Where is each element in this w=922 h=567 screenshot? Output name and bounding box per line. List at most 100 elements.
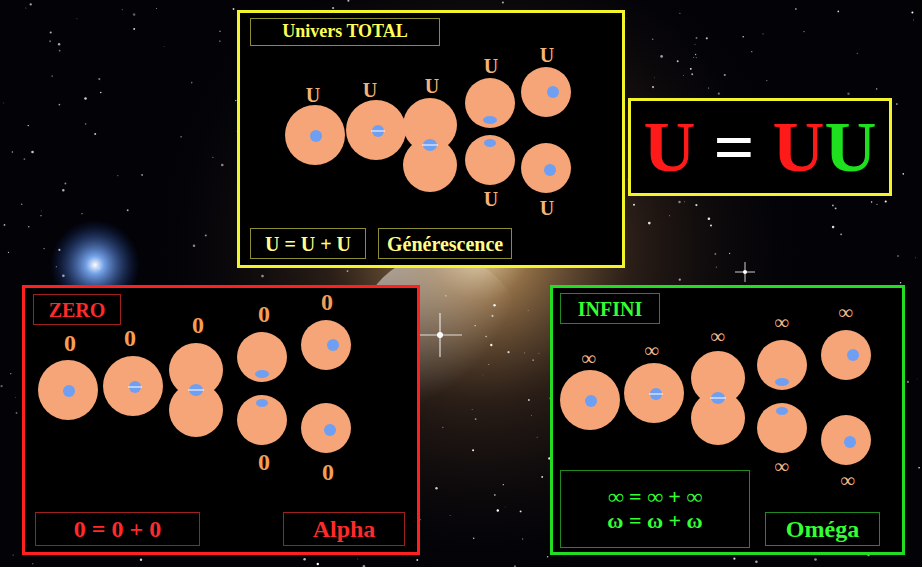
star	[23, 158, 25, 160]
star	[803, 31, 804, 32]
star	[84, 97, 87, 100]
cell-circle	[691, 391, 745, 445]
star	[25, 8, 26, 9]
equation-glyph	[695, 107, 713, 187]
star	[504, 506, 506, 508]
cell-label: ∞	[711, 326, 725, 346]
division-line	[422, 144, 438, 145]
name-box: Générescence	[378, 228, 512, 259]
cell-label: ∞	[775, 456, 789, 476]
star	[729, 253, 730, 254]
cell-nucleus	[547, 86, 559, 98]
star	[59, 104, 61, 106]
star	[28, 226, 29, 227]
cell-label-text: ∞	[775, 456, 789, 476]
star	[503, 484, 504, 485]
cell-nucleus	[372, 125, 384, 137]
cell-nucleus	[327, 339, 339, 351]
star	[31, 151, 34, 154]
star	[536, 436, 538, 438]
cell-nucleus	[129, 381, 141, 393]
cell-label-text: 0	[321, 290, 333, 314]
star	[442, 426, 444, 428]
star	[527, 310, 529, 312]
star	[94, 133, 96, 135]
cell-nucleus	[483, 116, 497, 124]
star	[626, 18, 628, 20]
equation-glyph: U	[643, 107, 695, 187]
star	[100, 92, 101, 93]
star	[683, 74, 685, 76]
star	[684, 201, 686, 203]
star	[648, 222, 651, 225]
cell-nucleus	[324, 424, 336, 436]
star	[472, 449, 474, 451]
star	[677, 60, 679, 62]
cell-label: U	[306, 85, 320, 105]
star	[85, 123, 86, 124]
cell-circle	[521, 67, 571, 117]
star	[357, 558, 359, 560]
division-line	[649, 393, 663, 394]
equation-glyph: U	[773, 107, 825, 187]
star	[156, 8, 158, 10]
star	[30, 3, 32, 5]
zero-panel: ZERO0 = 0 + 0Alpha0000000	[22, 285, 420, 555]
star	[514, 565, 516, 567]
star	[524, 352, 526, 354]
star	[347, 270, 349, 272]
cell-nucleus	[776, 407, 788, 415]
cell-label-text: 0	[258, 302, 270, 326]
division-line	[371, 130, 385, 131]
cell-nucleus	[63, 385, 75, 397]
star	[520, 510, 522, 512]
cell-circle	[169, 343, 223, 397]
star	[763, 33, 764, 34]
panel-header: Univers TOTAL	[250, 18, 440, 46]
cell-label: U	[425, 76, 439, 96]
cell-nucleus	[847, 349, 859, 361]
star	[918, 467, 920, 469]
star	[16, 412, 18, 414]
cell-nucleus	[255, 370, 269, 378]
star	[742, 36, 744, 38]
star	[724, 74, 726, 76]
cell-circle	[624, 363, 684, 423]
star	[416, 559, 418, 561]
star	[76, 18, 78, 20]
node-text: ω = ω + ω	[607, 509, 702, 533]
cell-label: 0	[64, 331, 76, 355]
cell-circle	[237, 395, 287, 445]
star	[541, 476, 543, 478]
division-line	[128, 386, 142, 387]
star	[64, 183, 66, 185]
star	[363, 565, 366, 567]
cell-label: ∞	[775, 312, 789, 332]
equation-box: U = UU	[628, 98, 892, 196]
star	[475, 418, 477, 420]
star	[0, 385, 2, 387]
star	[219, 31, 220, 32]
cell-circle	[521, 143, 571, 193]
cell-label: U	[540, 198, 554, 218]
cell-label-text: 0	[64, 331, 76, 355]
star	[660, 55, 663, 58]
star	[233, 8, 235, 10]
star	[117, 175, 119, 177]
star	[332, 7, 334, 9]
star	[13, 554, 14, 555]
star	[876, 204, 877, 205]
node-text: 0 = 0 + 0	[74, 516, 161, 542]
star	[695, 54, 696, 55]
star	[679, 13, 680, 14]
star	[40, 210, 42, 212]
star	[695, 204, 697, 206]
star	[633, 204, 635, 206]
star	[751, 51, 752, 52]
star	[691, 73, 693, 75]
node-text: Univers TOTAL	[282, 22, 408, 42]
cell-circle	[465, 78, 515, 128]
node-text: INFINI	[578, 298, 642, 320]
